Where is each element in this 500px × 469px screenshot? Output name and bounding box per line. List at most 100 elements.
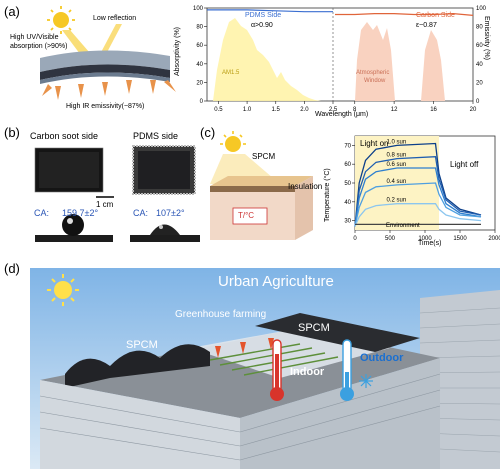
x-tick-label: 2.0 — [300, 107, 309, 113]
alpha-label: α>0.90 — [251, 22, 273, 29]
atmospheric-label: Atmospheric — [356, 70, 390, 76]
series-line-1-0-sun — [354, 142, 482, 227]
pdms-droplet — [150, 224, 180, 235]
spcm-arch-3 — [160, 344, 210, 372]
y2-tick-label: 0 — [476, 99, 480, 105]
spcm-roof-right — [255, 313, 420, 352]
pdms-side-line — [207, 9, 333, 13]
panel-c-schematic — [210, 131, 313, 240]
insulation-label: Insulation — [288, 182, 323, 191]
urban-agriculture-illustration — [30, 268, 500, 469]
x-tick-label: 0.5 — [214, 107, 223, 113]
y2-tick-label: 40 — [476, 62, 483, 68]
panel-b-photos — [34, 145, 200, 242]
y2-tick-label: 100 — [476, 6, 487, 12]
sun-icon — [47, 274, 79, 306]
window-label: Window — [364, 78, 386, 84]
panel-b-label: (b) — [4, 125, 20, 140]
outdoor-label: Outdoor — [360, 352, 404, 364]
absorptivity-axis-label: Absorptivity (%) — [174, 26, 181, 76]
x-tick-label: 20 — [470, 107, 477, 113]
outdoor-thermometer-icon — [340, 339, 354, 401]
series-line-0-6-sun — [354, 167, 482, 227]
series-label: 0.6 sun — [387, 162, 407, 168]
ca-carbon-value: 159.7±2° — [62, 208, 99, 218]
series-label: 0.4 sun — [387, 179, 407, 185]
x-tick-label: 16 — [430, 107, 437, 113]
pdms-side-label: PDMS Side — [245, 12, 282, 19]
snowflake-icon — [359, 374, 373, 388]
indoor-thermometer-icon — [270, 339, 284, 401]
absorption-text: absorption (>90%) — [10, 43, 68, 50]
thermocouple-box — [232, 207, 268, 225]
spcm-right-label: SPCM — [298, 322, 330, 334]
y-tick-label: 40 — [344, 200, 351, 206]
light-on-label: Light on — [360, 139, 389, 148]
urban-agriculture-title: Urban Agriculture — [218, 273, 334, 290]
y-tick-label: 20 — [196, 80, 203, 86]
environment-label: Environment — [386, 223, 420, 229]
panel-d-label: (d) — [4, 261, 20, 276]
building-side — [240, 358, 440, 469]
building-facade — [40, 380, 240, 469]
series-line-0-4-sun — [354, 182, 482, 227]
am15-label: AM1.5 — [222, 70, 240, 76]
panel-a-label: (a) — [4, 4, 20, 19]
x-tick-label: 2.5 — [329, 107, 338, 113]
spcm-arch-2 — [110, 350, 160, 378]
wavelength-axis-label: Wavelength (μm) — [315, 111, 369, 118]
indoor-label: Indoor — [290, 366, 325, 378]
y-tick-label: 60 — [196, 43, 203, 49]
series-line-0-2-sun — [354, 203, 482, 227]
scale-bar-label: 1 cm — [96, 200, 114, 209]
x-tick-label: 12 — [391, 107, 398, 113]
y-tick-label: 60 — [344, 162, 351, 168]
spcm-top — [210, 176, 313, 186]
temperature-chart: 1.0 sun 0.8 sun 0.6 sun 0.4 sun 0.2 sun 0 500… — [344, 135, 500, 242]
light-off-label: Light off — [450, 160, 479, 169]
series-line-0-8-sun — [354, 156, 482, 227]
x-tick-label: 1500 — [453, 236, 467, 242]
tc-label: T/°C — [238, 211, 255, 220]
emissivity-axis-label: Emissivity (%) — [483, 16, 490, 60]
y2-tick-label: 20 — [476, 80, 483, 86]
ca-carbon-label: CA: — [34, 208, 50, 218]
y-tick-label: 30 — [344, 219, 351, 225]
y-tick-label: 70 — [344, 143, 351, 149]
x-tick-label: 500 — [385, 236, 396, 242]
y-tick-label: 0 — [200, 99, 204, 105]
spcm-arch-1 — [65, 358, 110, 388]
series-label: 0.2 sun — [387, 198, 407, 204]
series-label: 0.8 sun — [387, 153, 407, 159]
sun-icon — [47, 6, 75, 34]
x-tick-label: 0 — [353, 236, 357, 242]
x-tick-label: 1.5 — [272, 107, 281, 113]
y-tick-label: 40 — [196, 62, 203, 68]
x-tick-label: 1.0 — [243, 107, 252, 113]
ca-pdms-label: CA: — [133, 208, 149, 218]
series-label: 1.0 sun — [387, 139, 407, 145]
y-tick-label: 80 — [196, 25, 203, 31]
x-tick-label: 8 — [353, 107, 357, 113]
high-uv-text: High UV/Visible — [10, 34, 59, 41]
panel-a-schematic — [40, 6, 176, 100]
carbon-side-label: Carbon Side — [416, 12, 455, 19]
insulation-side — [295, 176, 313, 240]
epsilon-label: ε~0.87 — [416, 22, 437, 29]
y-tick-label: 50 — [344, 181, 351, 187]
greenhouse-farming-label: Greenhouse farming — [175, 309, 267, 320]
atmospheric-window-area — [355, 22, 395, 101]
spcm-left-label: SPCM — [126, 339, 158, 351]
pdms-side-title: PDMS side — [133, 131, 179, 141]
carbon-side-line — [335, 12, 474, 16]
high-ir-text: High IR emissivity(~87%) — [66, 103, 145, 110]
spcm-label-c: SPCM — [252, 152, 276, 161]
y-tick-label: 100 — [193, 6, 204, 12]
ca-pdms-value: 107±2° — [156, 208, 185, 218]
panel-c-label: (c) — [200, 125, 216, 140]
x-tick-label: 1000 — [418, 236, 432, 242]
spectrum-frame — [206, 7, 474, 102]
